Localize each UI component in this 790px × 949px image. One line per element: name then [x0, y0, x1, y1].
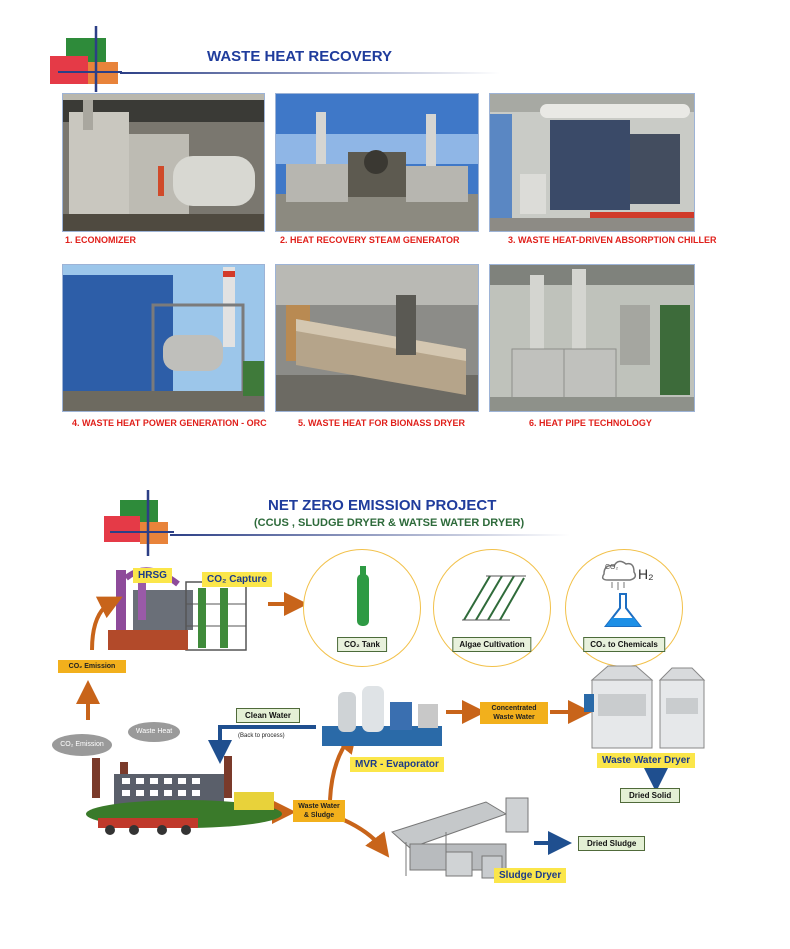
clean-water-label: Clean Water	[236, 708, 300, 723]
sludge-dryer-label: Sludge Dryer	[494, 868, 567, 883]
photo-hrsg	[275, 93, 479, 232]
cloud-co2-emission: CO₂ Emission	[52, 734, 112, 756]
gas-cylinder-icon	[357, 566, 369, 626]
back-to-process-note: (Back to process)	[238, 733, 285, 739]
caption-1: 1. ECONOMIZER	[65, 235, 137, 245]
chemicals-label: CO₂ to Chemicals	[583, 637, 665, 652]
caption-3: 3. WASTE HEAT-DRIVEN ABSORPTION CHILLER	[508, 235, 717, 245]
dried-solid-label: Dried Solid	[620, 788, 681, 803]
corner-logo-icon	[50, 26, 122, 92]
section2-title: NET ZERO EMISSION PROJECT	[268, 497, 497, 514]
waste-water-sludge-label: Waste Water & Sludge	[293, 800, 345, 822]
section2-subtitle: (CCUS , SLUDGE DRYER & WATSE WATER DRYER…	[254, 517, 525, 529]
algae-label: Algae Cultivation	[452, 637, 532, 652]
co2-capture-label: CO₂ Capture	[202, 572, 273, 587]
flask-icon	[601, 560, 643, 627]
caption-2: 2. HEAT RECOVERY STEAM GENERATOR	[280, 235, 460, 245]
corner-logo-icon-2	[104, 490, 174, 556]
photo-economizer	[62, 93, 265, 232]
caption-6: 6. HEAT PIPE TECHNOLOGY	[529, 418, 652, 428]
waste-water-dryer-illustration	[584, 665, 706, 749]
caption-4: 4. WASTE HEAT POWER GENERATION - ORC	[72, 418, 267, 428]
waste-water-dryer-label: Waste Water Dryer	[597, 753, 696, 768]
circle-chemicals: CO₂ H₂ CO₂ to Chemicals	[565, 549, 683, 667]
co2-emission-box: CO₂ Emission	[58, 660, 126, 673]
dried-sludge-label: Dried Sludge	[578, 836, 646, 851]
photo-biomass-dryer	[275, 264, 479, 412]
mvr-evaporator-illustration	[322, 686, 442, 746]
cloud-waste-heat: Waste Heat	[128, 722, 180, 742]
factory-illustration	[86, 756, 282, 835]
algae-rack-icon	[462, 575, 526, 621]
mvr-label: MVR - Evaporator	[350, 757, 444, 772]
section1-title: WASTE HEAT RECOVERY	[207, 48, 393, 65]
photo-orc	[62, 264, 265, 412]
hrsg-label: HRSG	[133, 568, 172, 583]
circle-algae: Algae Cultivation	[433, 549, 551, 667]
co2-cloud-text: CO₂	[605, 564, 619, 571]
h2-text: H₂	[638, 566, 654, 582]
concentrated-water-label: Concentrated Waste Water	[480, 702, 548, 724]
photo-heat-pipe	[489, 264, 695, 412]
caption-5: 5. WASTE HEAT FOR BIONASS DRYER	[298, 418, 466, 428]
co2-tank-label: CO₂ Tank	[337, 637, 387, 652]
section2-underline	[170, 534, 570, 536]
photo-absorption-chiller	[489, 93, 695, 232]
circle-co2-tank: CO₂ Tank	[303, 549, 421, 667]
section1-underline	[120, 72, 500, 74]
